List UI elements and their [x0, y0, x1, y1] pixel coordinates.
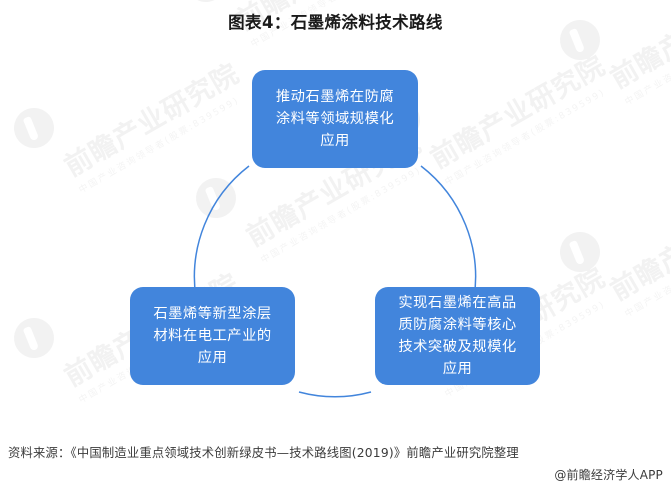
app-credit: @前瞻经济学人APP	[554, 468, 663, 482]
cycle-node-bottom-right[interactable]: 实现石墨烯在高品 质防腐涂料等核心 技术突破及规模化 应用	[375, 287, 540, 385]
cycle-node-top-label: 推动石墨烯在防腐 涂料等领域规模化 应用	[275, 88, 395, 150]
cycle-node-bottom-left-label: 石墨烯等新型涂层 材料在电工产业的 应用	[153, 305, 272, 367]
page-title: 图表4：石墨烯涂料技术路线	[228, 13, 443, 32]
cycle-node-bottom-right-label: 实现石墨烯在高品 质防腐涂料等核心 技术突破及规模化 应用	[398, 294, 517, 378]
cycle-node-bottom-left[interactable]: 石墨烯等新型涂层 材料在电工产业的 应用	[130, 287, 295, 385]
cycle-node-top[interactable]: 推动石墨烯在防腐 涂料等领域规模化 应用	[252, 70, 418, 168]
connector-arc-bottom	[298, 391, 372, 398]
connector-arc-right	[420, 165, 477, 299]
watermark-logo-icon	[178, 0, 234, 10]
source-note: 资料来源：《中国制造业重点领域技术创新绿皮书—技术路线图(2019)》前瞻产业研…	[8, 446, 519, 460]
cycle-diagram: 推动石墨烯在防腐 涂料等领域规模化 应用 实现石墨烯在高品 质防腐涂料等核心 技…	[0, 40, 671, 420]
connector-arc-left	[193, 165, 250, 299]
